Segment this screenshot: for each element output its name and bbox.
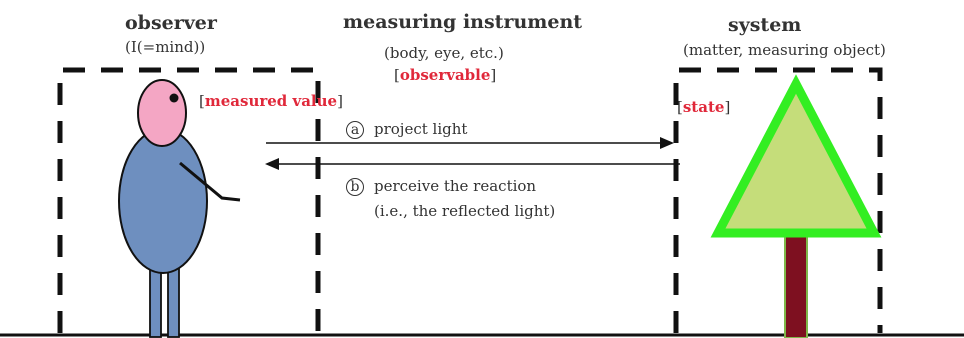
observer-title: observer <box>125 12 217 34</box>
instrument-title: measuring instrument <box>343 11 583 33</box>
instrument-subtitle: (body, eye, etc.) <box>384 44 504 62</box>
tree-crown <box>710 74 882 238</box>
observer-subtitle: (I(=mind)) <box>125 38 206 56</box>
observable-tag: [observable] <box>394 66 497 84</box>
observer-arm <box>179 161 241 202</box>
system-title: system <box>728 14 802 36</box>
marker-b: b <box>346 178 364 196</box>
observer-head <box>137 79 187 147</box>
observer-body <box>118 128 208 274</box>
observer-leg-right <box>167 264 180 338</box>
measured-value-tag: [measured value] <box>199 92 343 110</box>
system-box <box>673 67 883 333</box>
observable-label: observable <box>399 66 491 84</box>
measured-value-label: measured value <box>204 92 338 110</box>
arrow-a-head <box>660 137 674 149</box>
observer-leg-left <box>149 264 162 338</box>
system-subtitle: (matter, measuring object) <box>683 41 886 59</box>
state-tag: [state] <box>677 98 731 116</box>
marker-a: a <box>346 121 364 139</box>
state-label: state <box>682 98 725 116</box>
tree-trunk <box>784 233 808 338</box>
arrow-b-sublabel: (i.e., the reflected light) <box>374 202 556 220</box>
arrow-b-head <box>265 158 279 170</box>
observer-box <box>57 67 321 333</box>
observer-eye <box>169 93 179 103</box>
